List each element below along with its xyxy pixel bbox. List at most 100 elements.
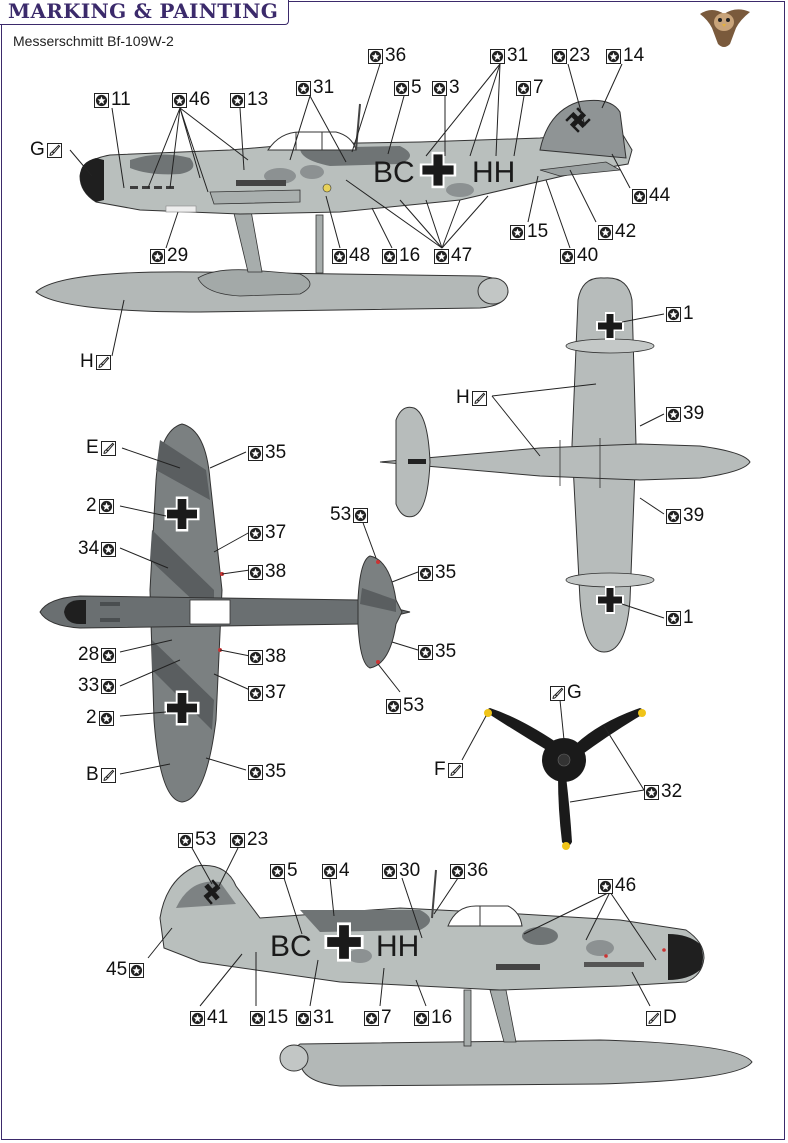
callout-label: 35 bbox=[435, 641, 457, 662]
callout-32: 32 bbox=[644, 782, 682, 802]
callout-38: 38 bbox=[248, 562, 286, 582]
decal-icon bbox=[101, 678, 117, 694]
code-letters-right: HH bbox=[472, 156, 515, 189]
callout-g: G bbox=[30, 140, 62, 160]
decal-icon bbox=[101, 647, 117, 663]
callout-label: 30 bbox=[399, 860, 421, 881]
callout-42: 42 bbox=[598, 222, 636, 242]
decal-icon bbox=[248, 764, 263, 780]
callout-1: 1 bbox=[666, 304, 694, 324]
callout-label: 15 bbox=[267, 1007, 289, 1028]
callout-31: 31 bbox=[296, 1008, 334, 1028]
callout-label: 40 bbox=[577, 245, 599, 266]
decal-icon bbox=[101, 541, 117, 557]
callout-b: B bbox=[86, 765, 116, 785]
brush-icon bbox=[46, 142, 62, 158]
callout-15: 15 bbox=[510, 222, 548, 242]
callout-16: 16 bbox=[414, 1008, 452, 1028]
decal-icon bbox=[322, 863, 337, 879]
callout-label: 38 bbox=[265, 561, 287, 582]
callout-label: 5 bbox=[287, 860, 298, 881]
callout-30: 30 bbox=[382, 861, 420, 881]
callout-label: 14 bbox=[623, 45, 645, 66]
callout-4: 4 bbox=[322, 861, 350, 881]
code-letters-left-bottom: BC bbox=[270, 930, 312, 963]
decal-icon bbox=[644, 784, 659, 800]
callout-label: B bbox=[86, 764, 99, 785]
callout-36: 36 bbox=[450, 861, 488, 881]
decal-icon bbox=[248, 649, 263, 665]
callout-36: 36 bbox=[368, 46, 406, 66]
propeller bbox=[484, 708, 646, 850]
decal-icon bbox=[418, 565, 433, 581]
decal-icon bbox=[248, 564, 263, 580]
callout-label: F bbox=[434, 759, 446, 780]
callout-40: 40 bbox=[560, 246, 598, 266]
decal-icon bbox=[552, 48, 567, 64]
callout-label: 39 bbox=[683, 403, 705, 424]
top-view bbox=[39, 423, 411, 803]
callout-label: 32 bbox=[661, 781, 683, 802]
leader-lines-bottom bbox=[147, 847, 657, 1007]
brush-icon bbox=[550, 685, 565, 701]
callout-label: 42 bbox=[615, 221, 637, 242]
decal-icon bbox=[230, 92, 245, 108]
callout-label: 35 bbox=[435, 562, 457, 583]
callout-45: 45 bbox=[106, 960, 145, 980]
callout-h: H bbox=[456, 388, 487, 408]
callout-46: 46 bbox=[172, 90, 210, 110]
callout-38: 38 bbox=[248, 647, 286, 667]
brush-icon bbox=[646, 1010, 661, 1026]
callout-33: 33 bbox=[78, 675, 117, 696]
callout-label: 28 bbox=[78, 644, 100, 665]
callout-label: 33 bbox=[78, 675, 100, 696]
owl-icon bbox=[700, 9, 750, 47]
callout-label: 39 bbox=[683, 505, 705, 526]
decal-icon bbox=[248, 525, 263, 541]
callout-label: 16 bbox=[399, 245, 421, 266]
leader-lines-prop bbox=[461, 699, 645, 803]
callout-2: 2 bbox=[86, 708, 114, 728]
decal-icon bbox=[516, 80, 531, 96]
callout-label: 46 bbox=[189, 89, 211, 110]
callout-53: 53 bbox=[386, 696, 424, 716]
underside-view bbox=[379, 277, 751, 653]
callout-label: 2 bbox=[86, 495, 97, 516]
callout-7: 7 bbox=[516, 78, 544, 98]
callout-53: 53 bbox=[330, 505, 369, 525]
callout-label: 35 bbox=[265, 442, 287, 463]
decal-icon bbox=[632, 188, 647, 204]
decal-icon bbox=[382, 248, 397, 264]
callout-label: 23 bbox=[569, 45, 591, 66]
callout-label: D bbox=[663, 1007, 677, 1028]
callout-label: 46 bbox=[615, 875, 637, 896]
callout-11: 11 bbox=[94, 90, 131, 110]
callout-label: 2 bbox=[86, 707, 97, 728]
callout-h: H bbox=[80, 352, 111, 372]
callout-46: 46 bbox=[598, 876, 636, 896]
brush-icon bbox=[95, 354, 111, 370]
callout-label: 1 bbox=[683, 303, 694, 324]
decal-icon bbox=[230, 832, 245, 848]
callout-label: 31 bbox=[313, 1007, 335, 1028]
callout-35: 35 bbox=[248, 443, 286, 463]
callout-label: 37 bbox=[265, 522, 287, 543]
callout-23: 23 bbox=[230, 830, 268, 850]
side-view-left bbox=[35, 99, 633, 313]
callout-39: 39 bbox=[666, 506, 704, 526]
callout-label: G bbox=[30, 139, 45, 160]
callout-28: 28 bbox=[78, 644, 117, 665]
callout-label: 31 bbox=[313, 77, 335, 98]
callout-label: 7 bbox=[381, 1007, 392, 1028]
callout-g: G bbox=[550, 683, 582, 703]
callout-34: 34 bbox=[78, 539, 117, 559]
callout-label: 16 bbox=[431, 1007, 453, 1028]
callout-29: 29 bbox=[150, 246, 188, 266]
callout-41: 41 bbox=[190, 1008, 228, 1028]
callout-39: 39 bbox=[666, 404, 704, 424]
aircraft-name: Messerschmitt Bf-109W-2 bbox=[13, 33, 174, 49]
callout-label: G bbox=[567, 682, 582, 703]
side-view-right bbox=[159, 864, 753, 1087]
